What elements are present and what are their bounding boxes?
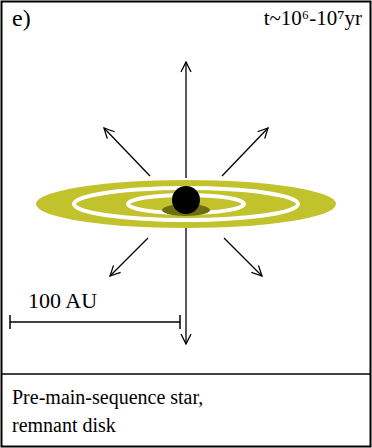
time-label: t~10⁶-10⁷yr xyxy=(264,6,362,30)
star xyxy=(172,186,200,214)
remnant-disk xyxy=(36,180,336,228)
caption-text: Pre-main-sequence star, remnant disk xyxy=(12,383,262,439)
outflow-arrows xyxy=(104,62,268,344)
scale-label: 100 AU xyxy=(28,288,97,313)
scale-bar xyxy=(10,315,180,329)
divider-line xyxy=(2,373,371,375)
panel-letter: e) xyxy=(12,5,31,33)
